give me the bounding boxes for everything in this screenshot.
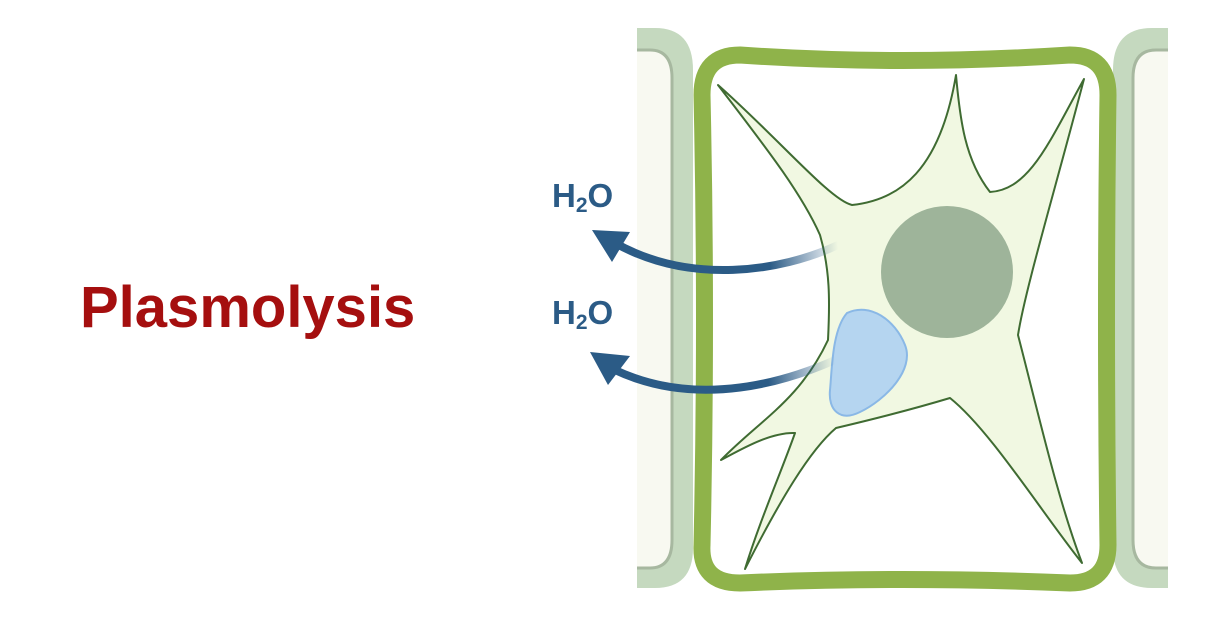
nucleus: [881, 206, 1013, 338]
water-arrow-bottom: [590, 352, 839, 394]
water-label-top: H2O: [552, 177, 614, 217]
diagram-title: Plasmolysis: [80, 275, 416, 340]
water-arrow-top: [592, 230, 842, 274]
arrowhead-bottom-icon: [590, 352, 630, 385]
water-label-bottom: H2O: [552, 294, 614, 334]
cell-wall: [693, 46, 1117, 592]
shrunken-protoplast: [717, 74, 1085, 570]
left-neighbor-cell: [637, 28, 693, 588]
right-neighbor-cell: [1113, 28, 1168, 588]
arrowhead-top-icon: [592, 230, 630, 262]
